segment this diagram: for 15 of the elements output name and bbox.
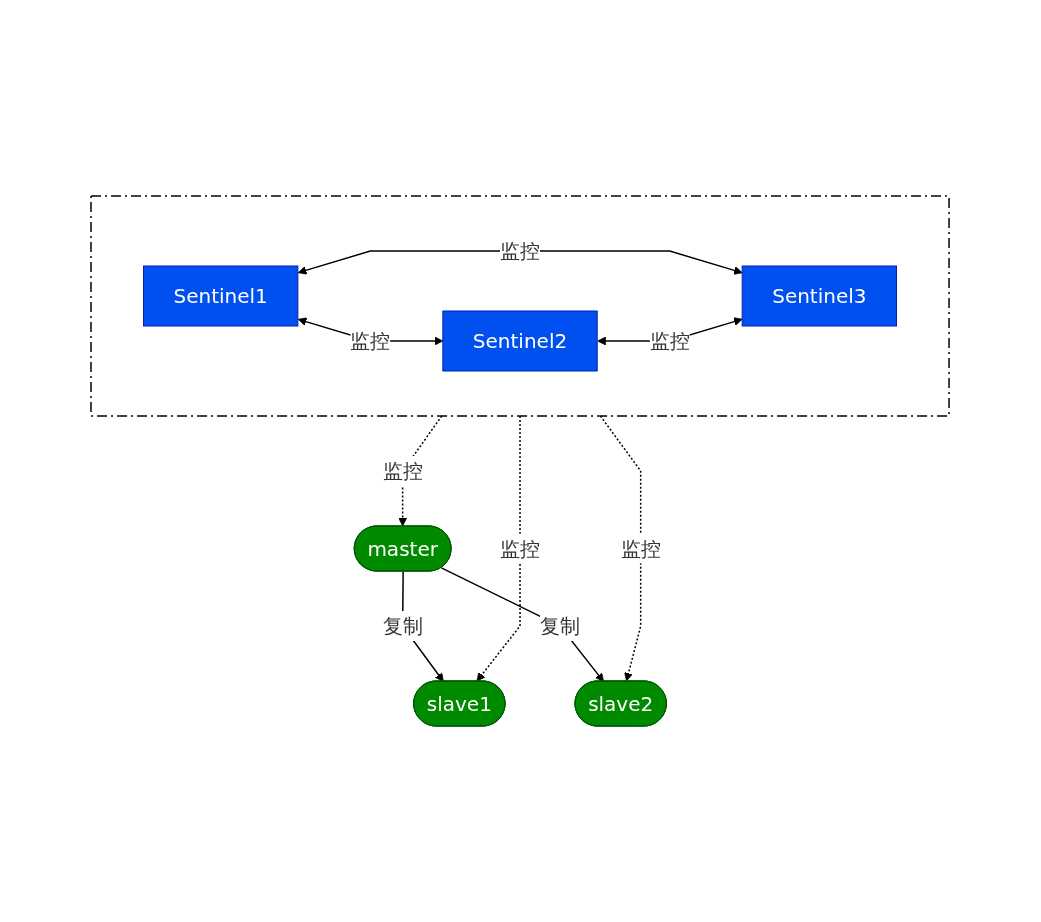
edge-label: 复制 xyxy=(540,614,581,638)
edge-label: 监控 xyxy=(383,459,424,483)
edge-label: 监控 xyxy=(500,239,541,263)
edge-label: 监控 xyxy=(650,329,691,353)
arrow xyxy=(298,250,744,275)
edge-label: 监控 xyxy=(350,329,391,353)
node-box: Sentinel3 xyxy=(742,265,898,327)
arrow xyxy=(441,567,605,682)
edge-label: 监控 xyxy=(500,536,541,561)
arrow xyxy=(600,415,642,682)
edge-label: 监控 xyxy=(621,536,662,561)
node-box: Sentinel1 xyxy=(143,265,299,327)
edge-label: 复制 xyxy=(383,614,424,638)
node-box: Sentinel2 xyxy=(442,310,599,372)
cluster xyxy=(90,195,951,417)
